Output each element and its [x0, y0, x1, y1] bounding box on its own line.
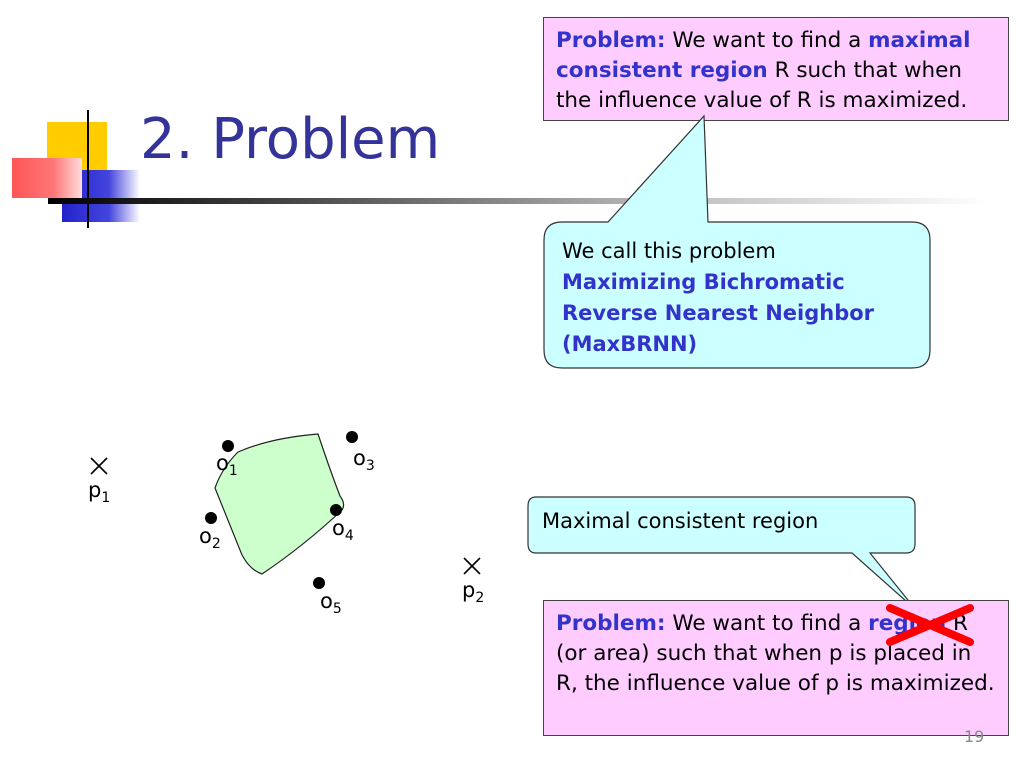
callout-region-shape	[527, 496, 917, 611]
label-p1: p1	[88, 478, 111, 506]
logo-decoration	[12, 110, 140, 228]
consistent-region	[214, 433, 345, 575]
maxbrnn-term: Maximizing Bichromatic Reverse Nearest N…	[562, 270, 875, 356]
p1-cross-icon	[90, 457, 108, 475]
point-o2	[205, 512, 217, 524]
problem-text-part2: R such that when the influence value of …	[556, 58, 968, 113]
label-o5: o5	[320, 589, 342, 617]
problem-text-part1: We want to find a	[665, 28, 869, 53]
problem-bottom-text-part2: R (or area) such that when p is placed i…	[556, 611, 995, 696]
callout-region-label: Maximal consistent region	[542, 509, 819, 533]
p2-cross-icon	[463, 557, 481, 575]
maximal-consistent-region-keyword: maximal consistent region	[556, 28, 971, 83]
label-o4: o4	[332, 516, 354, 544]
problem-label: Problem:	[556, 28, 666, 53]
red-cross-icon	[886, 604, 974, 646]
label-o1: o1	[216, 451, 238, 479]
callout-maxbrnn-shape	[543, 114, 931, 369]
problem-box-top: Problem: We want to find a maximal consi…	[543, 17, 1009, 121]
point-o5	[313, 577, 325, 589]
page-number: 19	[964, 727, 985, 746]
callout-maxbrnn: We call this problem Maximizing Bichroma…	[562, 236, 922, 360]
problem-label-bottom: Problem:	[556, 611, 666, 636]
point-o1	[222, 440, 234, 452]
logo-red-square	[12, 158, 82, 198]
point-o4	[330, 504, 342, 516]
title-underline	[48, 198, 988, 204]
slide-title: 2. Problem	[140, 107, 441, 172]
callout-maxbrnn-line1: We call this problem	[562, 239, 776, 263]
label-o3: o3	[353, 446, 375, 474]
point-o3	[346, 431, 358, 443]
problem-bottom-text-part1: We want to find a	[665, 611, 869, 636]
label-o2: o2	[199, 524, 221, 552]
label-p2: p2	[462, 578, 485, 606]
